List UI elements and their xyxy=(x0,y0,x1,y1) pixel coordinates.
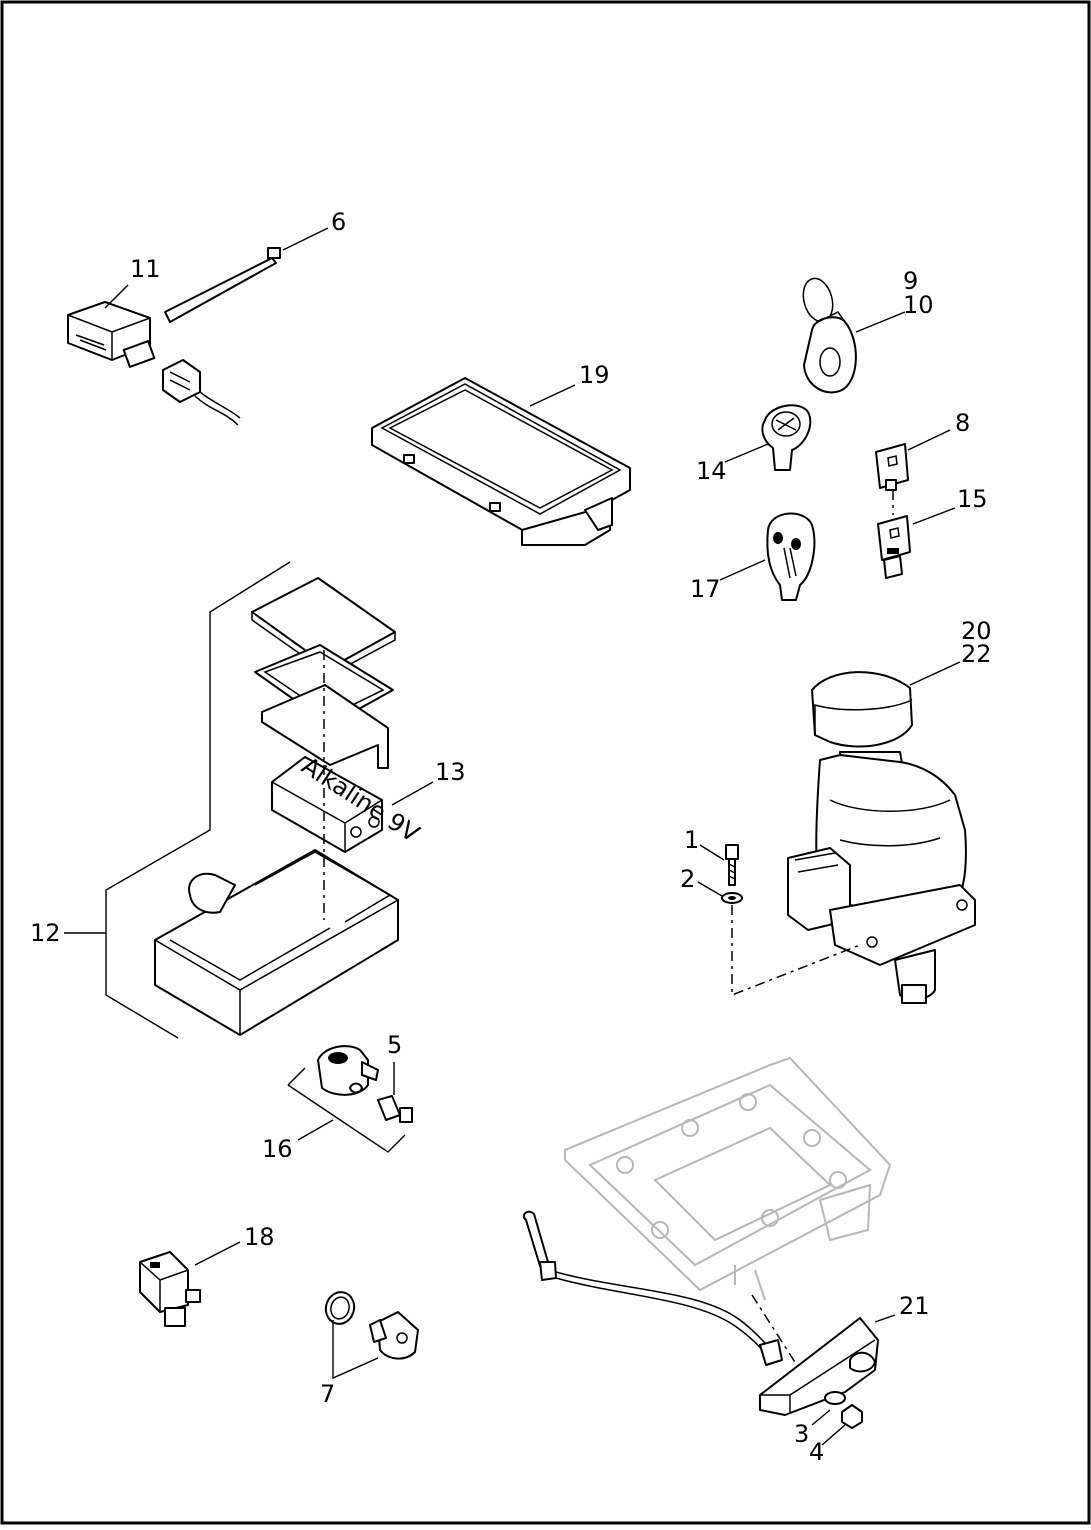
part-switch-16 xyxy=(287,1045,406,1153)
callout-11: 11 xyxy=(130,255,161,283)
callout-7: 7 xyxy=(320,1380,335,1408)
callout-17: 17 xyxy=(690,575,721,603)
callout-10: 10 xyxy=(903,291,934,319)
part-washer-2 xyxy=(721,892,743,904)
callout-22: 22 xyxy=(961,640,992,668)
callout-16: 16 xyxy=(262,1135,293,1163)
part-antenna-module-21 xyxy=(522,1210,879,1429)
leader-lines xyxy=(64,227,961,1446)
part-fob-14 xyxy=(761,404,812,471)
callout-12: 12 xyxy=(30,919,61,947)
callout-5: 5 xyxy=(387,1031,402,1059)
callout-6: 6 xyxy=(331,208,346,236)
part-oring-7 xyxy=(324,1291,356,1325)
callout-21: 21 xyxy=(899,1292,930,1320)
callout-4: 4 xyxy=(809,1438,824,1466)
callout-18: 18 xyxy=(244,1223,275,1251)
part-terminal-5 xyxy=(377,1095,413,1123)
part-module-19 xyxy=(371,377,631,546)
part-cable-tie-6 xyxy=(164,247,281,323)
part-connector-11 xyxy=(67,301,241,426)
callout-20: 20 xyxy=(961,617,992,645)
callout-3: 3 xyxy=(794,1420,809,1448)
part-mount-plate-ghost xyxy=(564,1056,892,1301)
part-key-8 xyxy=(875,443,909,491)
callout-labels: 1 2 3 4 5 6 7 8 9 10 11 12 13 14 15 16 1… xyxy=(30,208,992,1466)
callout-2: 2 xyxy=(680,865,695,893)
part-plug-7 xyxy=(369,1311,419,1360)
callout-19: 19 xyxy=(579,361,610,389)
part-battery-13: Alkaline 9V xyxy=(251,577,425,853)
part-sensor-18 xyxy=(139,1251,201,1327)
callout-8: 8 xyxy=(955,409,970,437)
callout-14: 14 xyxy=(696,457,727,485)
part-fob-17 xyxy=(766,512,816,601)
part-key-15 xyxy=(877,515,911,579)
part-battery-box-12 xyxy=(105,561,399,1039)
part-fob-cover-9-10 xyxy=(802,277,857,394)
part-screw-1 xyxy=(725,844,739,886)
callout-13: 13 xyxy=(435,758,466,786)
callout-15: 15 xyxy=(957,485,988,513)
dash-mount-line xyxy=(731,905,861,997)
callout-1: 1 xyxy=(684,826,699,854)
part-switch-20-22 xyxy=(787,671,976,1004)
dash-module-line xyxy=(751,1294,801,1371)
callout-9: 9 xyxy=(903,267,918,295)
